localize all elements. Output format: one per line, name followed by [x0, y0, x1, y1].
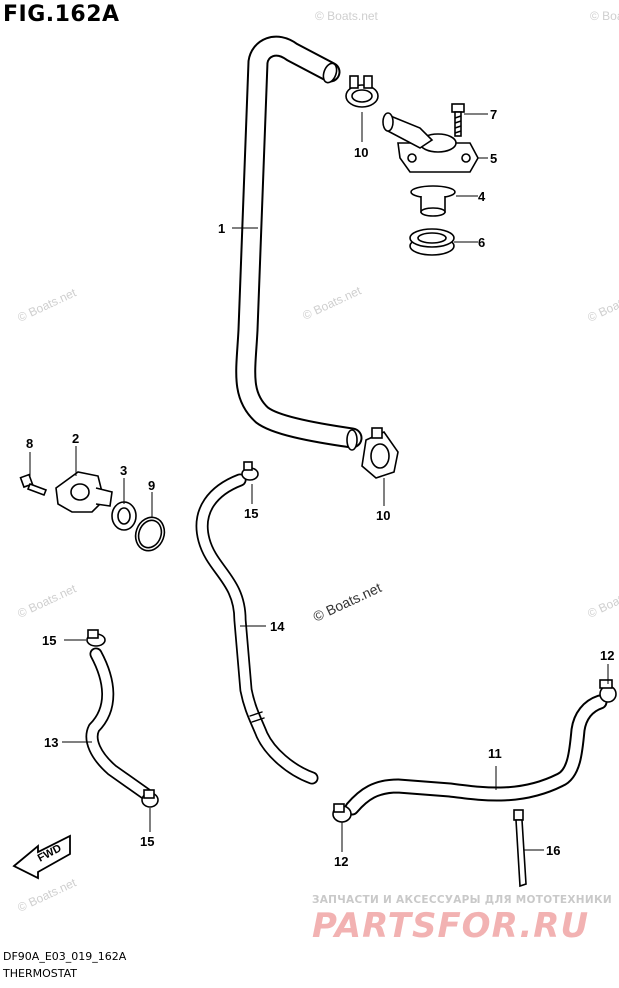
- clamp-part-10-top: [345, 75, 379, 108]
- watermark-text: © Boats.net: [585, 285, 619, 325]
- callout-10-bottom: 10: [376, 508, 390, 523]
- hose-part-14: [195, 473, 319, 785]
- brand-tagline: ЗАПЧАСТИ И АКСЕССУАРЫ ДЛЯ МОТОТЕХНИКИ: [312, 894, 612, 906]
- callout-10-top: 10: [354, 145, 368, 160]
- hose-part-1: [235, 35, 363, 451]
- clamp-part-15-top: [241, 461, 259, 481]
- watermark-text: © Boats.net: [15, 581, 79, 621]
- part-3: [111, 501, 137, 531]
- watermark-text: © Boats.net: [590, 9, 619, 23]
- watermark-main: © Boats.net: [311, 579, 384, 625]
- clamp-part-10-bottom: [361, 427, 399, 479]
- callout-14: 14: [270, 619, 285, 634]
- callout-16: 16: [546, 843, 560, 858]
- watermark-text: © Boats.net: [300, 283, 364, 323]
- watermark-text: © Boats.net: [15, 875, 79, 915]
- brand-logo-text: PARTSFOR.RU: [312, 906, 590, 946]
- seal-part-6: [409, 228, 455, 256]
- clamp-part-15-bottom: [141, 789, 159, 808]
- hose-part-11: [344, 694, 608, 816]
- thermostat-cover-part-5: [382, 112, 479, 173]
- hose-part-13: [85, 647, 153, 801]
- callout-12-right: 12: [600, 648, 614, 663]
- callout-15-left: 15: [42, 633, 56, 648]
- watermark-text: © Boats.net: [585, 581, 619, 621]
- figure-title: FIG.162A: [3, 2, 120, 27]
- callout-2: 2: [72, 431, 79, 446]
- oring-part-9: [134, 516, 166, 552]
- callout-8: 8: [26, 436, 33, 451]
- thermostat-part-4: [410, 185, 456, 217]
- diagram-subtitle: THERMOSTAT: [3, 967, 77, 980]
- watermark-text: © Boats.net: [315, 9, 379, 23]
- callout-1: 1: [218, 221, 225, 236]
- leader-lines: [29, 112, 609, 852]
- watermark-text: © Boats.net: [15, 285, 79, 325]
- housing-part-2: [55, 471, 113, 513]
- callout-3: 3: [120, 463, 127, 478]
- callout-15-top: 15: [244, 506, 258, 521]
- callout-7: 7: [490, 107, 497, 122]
- callout-12-left: 12: [334, 854, 348, 869]
- bolt-part-8: [19, 473, 48, 497]
- callout-6: 6: [478, 235, 485, 250]
- callout-labels: 1 2 3 4 5 6 7 8 9 10 10 11 12 12 13 14 1…: [26, 107, 614, 869]
- diagram-code: DF90A_E03_019_162A: [3, 950, 127, 963]
- clamp-part-12-right: [599, 679, 617, 703]
- callout-15-bottom: 15: [140, 834, 154, 849]
- callout-5: 5: [490, 151, 497, 166]
- clamp-part-15-left: [86, 629, 106, 647]
- forward-arrow: FWD: [12, 834, 71, 880]
- callout-11: 11: [488, 746, 502, 761]
- callout-9: 9: [148, 478, 155, 493]
- callout-4: 4: [478, 189, 486, 204]
- cable-tie-part-16: [513, 809, 527, 888]
- callout-13: 13: [44, 735, 58, 750]
- bolt-part-7: [451, 103, 465, 137]
